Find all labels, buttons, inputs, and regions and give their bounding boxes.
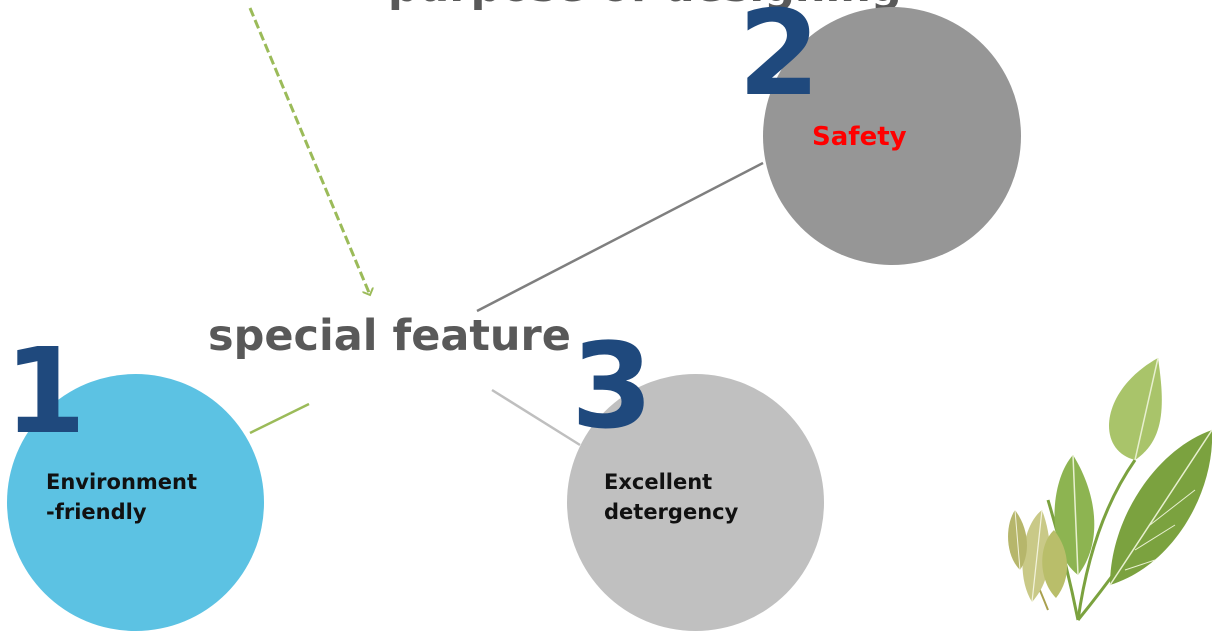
feature-label-environment: Environment -friendly <box>46 467 256 527</box>
feature-circle-safety <box>763 7 1021 265</box>
feature-label-line: Environment <box>46 470 198 494</box>
connector-line-1 <box>249 402 310 435</box>
feature-label-detergency: Excellent detergency <box>604 467 804 527</box>
feature-label-line: Excellent <box>604 470 713 494</box>
feature-circle-detergency <box>567 374 824 631</box>
connector-line-3 <box>491 388 581 447</box>
feature-number-3: 3 <box>571 317 654 455</box>
dashed-arrow <box>248 7 370 295</box>
feature-number-2: 2 <box>738 0 821 122</box>
connector-line-2 <box>476 161 764 313</box>
diagram-title-partial: purpose of designing <box>388 0 902 12</box>
feature-circle-environment <box>7 374 264 631</box>
feature-label-line: Safety <box>812 122 907 152</box>
feature-label-safety: Safety <box>812 122 907 152</box>
leaves-icon <box>1008 357 1212 621</box>
feature-number-1: 1 <box>4 322 87 460</box>
feature-label-line: detergency <box>604 500 739 524</box>
center-label: special feature <box>208 311 571 361</box>
feature-label-line: -friendly <box>46 500 147 524</box>
